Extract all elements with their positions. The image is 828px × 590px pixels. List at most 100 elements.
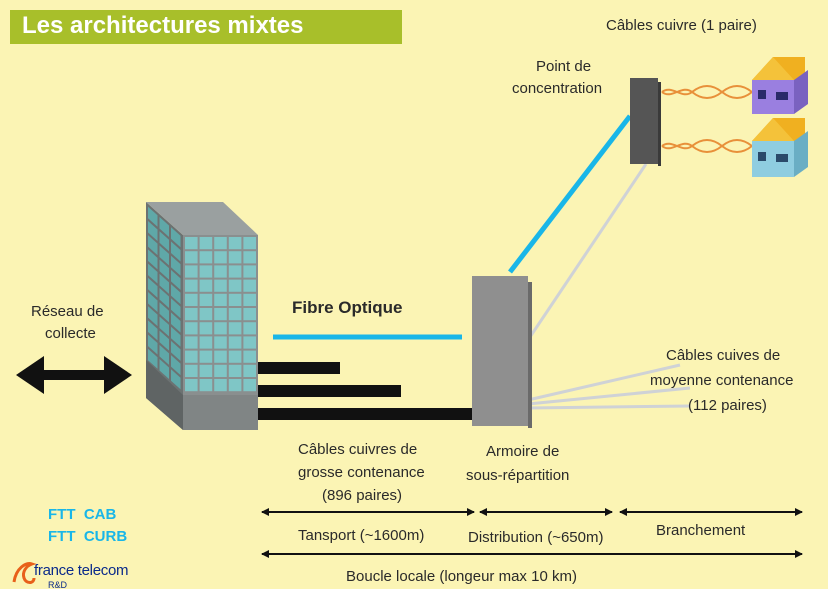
building-side-window <box>159 359 169 380</box>
copper-line-to-concentration <box>526 163 648 341</box>
building-window <box>199 364 213 377</box>
building-window <box>214 308 227 321</box>
building-window <box>243 265 256 278</box>
building-side-window <box>171 369 181 390</box>
medium-copper-cables <box>527 363 691 410</box>
building-side-window <box>171 284 181 305</box>
label-distribution: Distribution (~650m) <box>468 529 604 546</box>
double-arrow-icon <box>16 356 132 394</box>
label-cables-moyenne-2: moyenne contenance <box>650 372 794 389</box>
house-icon <box>752 118 808 177</box>
copper-cable-3 <box>258 408 472 420</box>
building-side-window <box>171 227 181 248</box>
building-side-window <box>159 273 169 294</box>
page-title: Les architectures mixtes <box>22 12 304 39</box>
building-side-window <box>171 255 181 276</box>
building-window <box>199 308 213 321</box>
building-window <box>185 308 198 321</box>
building-window <box>185 379 198 392</box>
label-armoire-2: sous-répartition <box>466 467 570 484</box>
building-window <box>214 364 227 377</box>
label-branchement: Branchement <box>656 522 746 539</box>
building-window <box>214 279 227 292</box>
building-window <box>199 379 213 392</box>
building-side-window <box>148 306 158 327</box>
france-telecom-logo-text: france telecom <box>34 562 129 579</box>
building-window <box>228 308 242 321</box>
building-window <box>243 237 256 250</box>
building-side-window <box>159 316 169 337</box>
label-cables-cuivre-1-paire: Câbles cuivre (1 paire) <box>606 17 757 34</box>
building-side-window <box>148 263 158 284</box>
building-side-window <box>148 206 158 227</box>
label-cables-grosse-1: Câbles cuivres de <box>298 441 418 458</box>
building-window <box>228 336 242 349</box>
label-armoire-1: Armoire de <box>486 443 560 460</box>
building-icon <box>146 202 258 430</box>
building-window <box>228 322 242 335</box>
label-cables-grosse-3: (896 paires) <box>322 487 403 504</box>
building-side-window <box>159 344 169 365</box>
building-window <box>214 350 227 363</box>
building-window <box>243 379 256 392</box>
building-window <box>199 336 213 349</box>
building-window <box>214 237 227 250</box>
building-side-window <box>148 220 158 241</box>
building-window <box>243 350 256 363</box>
building-window <box>214 251 227 264</box>
building-window <box>185 279 198 292</box>
building-window <box>214 293 227 306</box>
building-side-window <box>171 269 181 290</box>
building-window <box>185 322 198 335</box>
house-icon <box>752 57 808 114</box>
building-window <box>243 336 256 349</box>
label-cables-moyenne-1: Câbles cuives de <box>666 347 781 364</box>
building-window <box>228 350 242 363</box>
building-side-window <box>171 241 181 262</box>
building-window <box>243 293 256 306</box>
building-window <box>214 265 227 278</box>
building-window <box>228 279 242 292</box>
building-window <box>228 293 242 306</box>
building-window <box>185 251 198 264</box>
concentration-point-icon <box>630 78 661 166</box>
building-side-window <box>171 355 181 376</box>
building-side-window <box>148 249 158 270</box>
building-window <box>243 322 256 335</box>
building-side-window <box>159 217 169 238</box>
building-side-window <box>148 291 158 312</box>
building-side-window <box>171 312 181 333</box>
label-point-concentration-1: Point de <box>536 58 592 75</box>
label-transport: Tansport (~1600m) <box>298 527 425 544</box>
building-side-window <box>148 334 158 355</box>
building-side-window <box>171 340 181 361</box>
france-telecom-logo-sub: R&D <box>48 580 68 590</box>
label-point-concentration-2: concentration <box>512 80 603 97</box>
building-window <box>185 237 198 250</box>
building-side-window <box>159 231 169 252</box>
building-side-window <box>171 326 181 347</box>
building-window <box>199 265 213 278</box>
building-window <box>199 237 213 250</box>
building-window <box>199 279 213 292</box>
building-window <box>228 251 242 264</box>
building-window <box>243 308 256 321</box>
fibre-line-to-concentration <box>508 114 632 274</box>
building-side-window <box>171 298 181 319</box>
building-window <box>214 322 227 335</box>
france-telecom-logo-icon <box>12 562 37 584</box>
building-window <box>243 251 256 264</box>
copper-cable-2 <box>258 385 401 397</box>
building-window <box>228 379 242 392</box>
building-side-window <box>159 302 169 323</box>
label-ftt-cab: FTT CAB <box>48 506 117 523</box>
building-window <box>214 379 227 392</box>
building-side-window <box>148 348 158 369</box>
building-window <box>199 322 213 335</box>
copper-pair-to-house-2 <box>661 139 753 153</box>
copper-cable-1 <box>258 362 340 374</box>
armoire-cabinet-icon <box>472 276 532 428</box>
title-bar <box>10 10 402 44</box>
building-window <box>228 237 242 250</box>
